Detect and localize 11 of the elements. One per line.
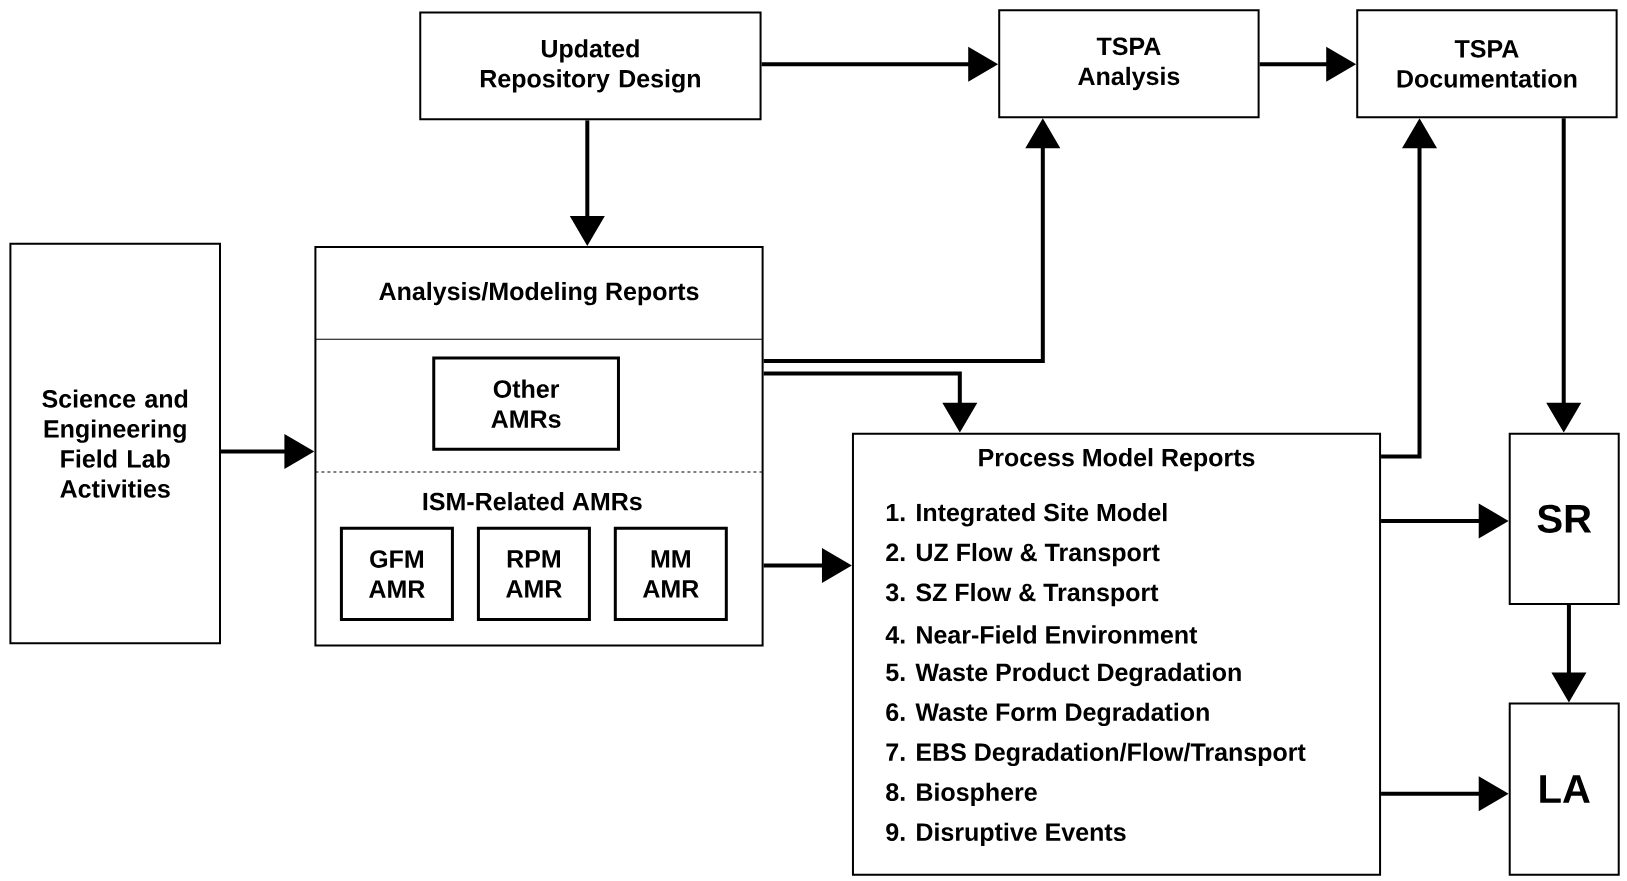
process-box: TSPA Documentation: [1356, 9, 1618, 119]
process-box: Updated Repository Design: [419, 11, 762, 121]
process-box: Science and Engineering Field Lab Activities: [9, 242, 221, 645]
report-box: Other AMRs: [432, 356, 620, 451]
output-box: SR: [1508, 432, 1620, 605]
output-box: LA: [1508, 702, 1620, 876]
process-box: TSPA Analysis: [998, 9, 1260, 119]
report-box: RPM AMR: [476, 526, 591, 622]
report-box: GFM AMR: [339, 526, 454, 622]
report-list-box: Process Model Reports 1. Integrated Site Model 2. UZ Flow & Transport 3. SZ Flow & Transport 4. Near-Field Environment 5. Waste Product Degradation 6. Waste Form Degradation 7. EBS Degradation/Flow/Transport 8. Biosphere 9. Disruptive Events: [851, 432, 1382, 876]
report-box: MM AMR: [613, 526, 728, 622]
